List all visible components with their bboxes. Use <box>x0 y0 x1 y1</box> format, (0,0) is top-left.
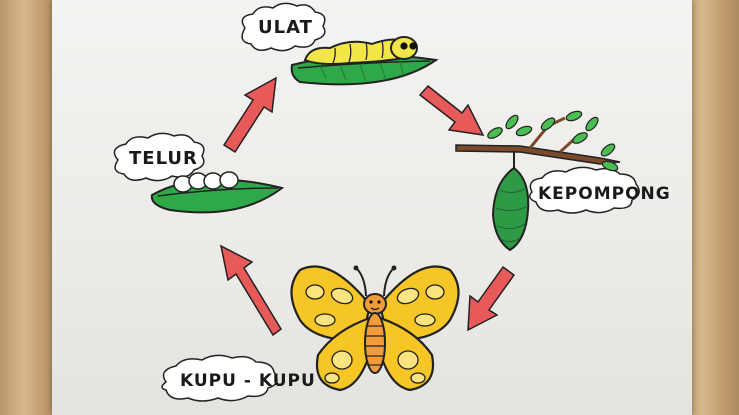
caterpillar-illustration <box>290 36 439 86</box>
arrow-telur-to-ulat <box>222 76 277 154</box>
arrow-kupu-to-telur <box>219 244 282 337</box>
label-cloud-telur <box>113 132 205 182</box>
label-cloud-ulat <box>241 2 326 52</box>
egg-illustration <box>150 171 285 214</box>
wood-background-left <box>0 0 60 415</box>
arrow-ulat-to-kepompong <box>418 84 485 136</box>
stage-label-ulat: ULAT <box>258 17 313 38</box>
label-cloud-kepompong <box>529 166 640 214</box>
label-cloud-kupu <box>161 354 278 402</box>
stage-label-kupu-kupu: KUPU - KUPU <box>180 371 316 391</box>
butterfly-illustration <box>290 265 460 392</box>
arrow-kepompong-to-kupu <box>467 265 516 332</box>
stage-label-telur: TELUR <box>129 148 198 169</box>
stage-label-kepompong: KEPOMPONG <box>538 184 671 204</box>
chrysalis-illustration <box>455 110 621 252</box>
